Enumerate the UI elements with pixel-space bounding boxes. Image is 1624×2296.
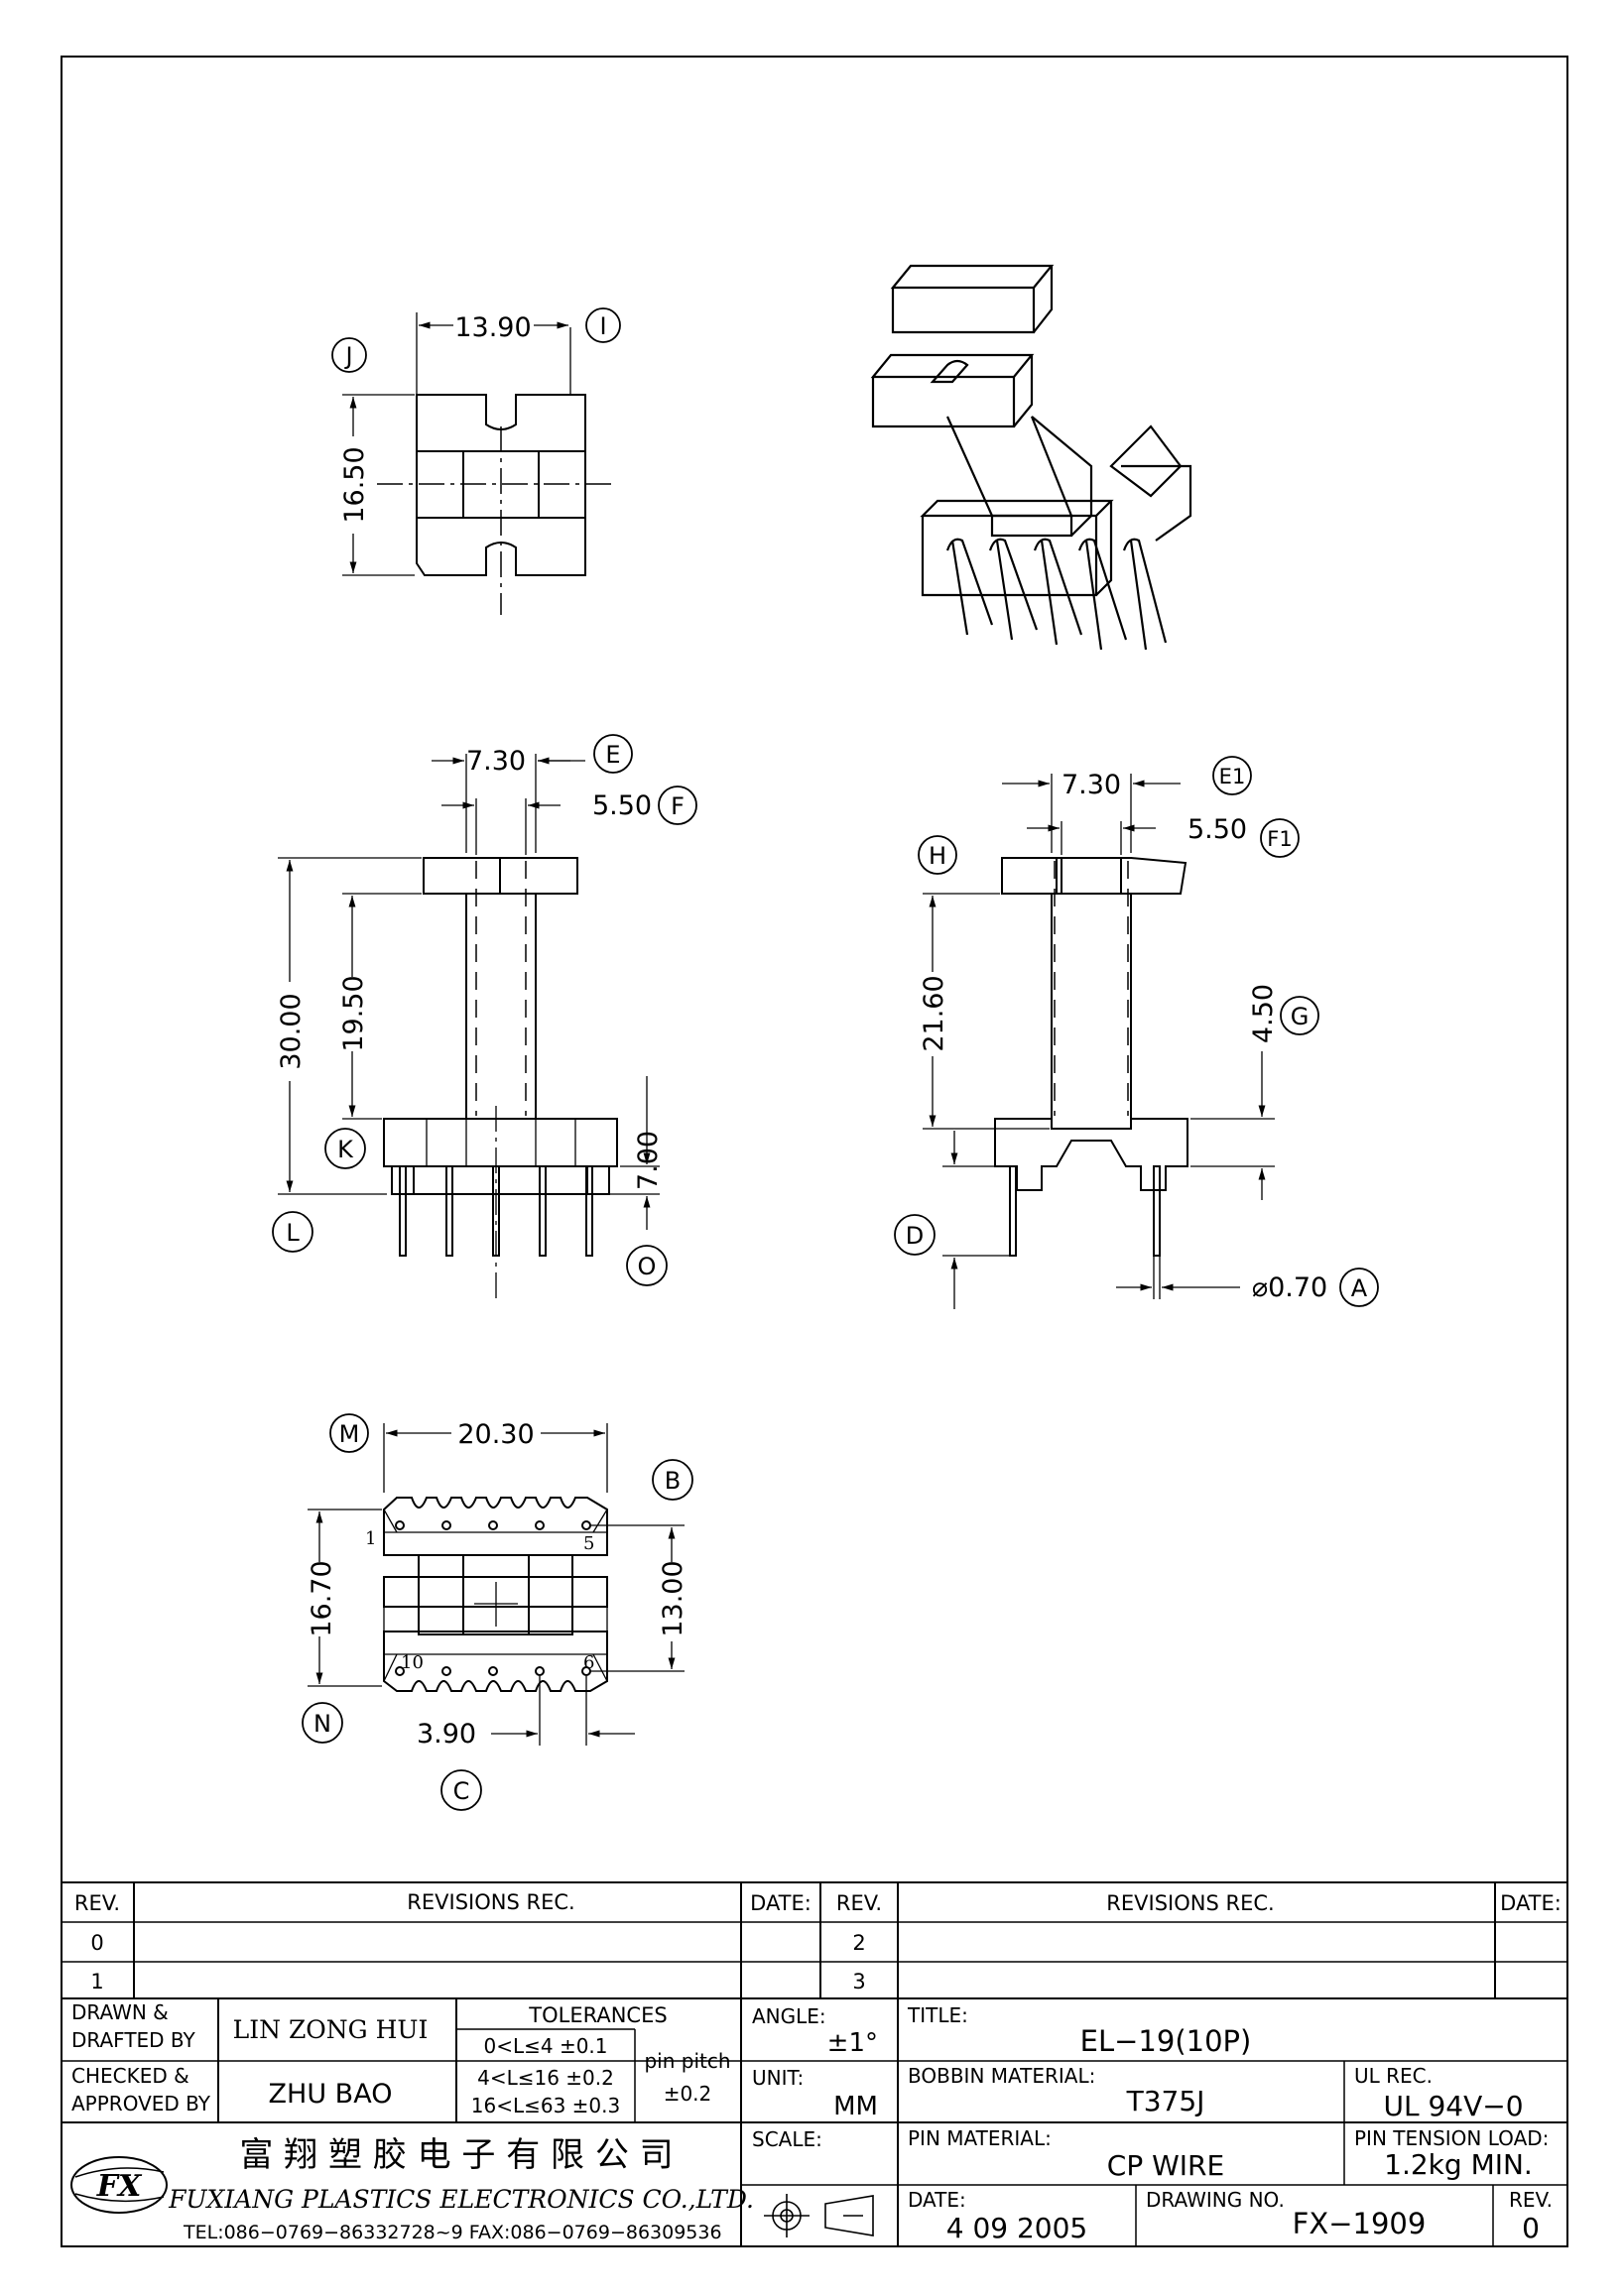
revision-table [62, 1881, 1567, 1999]
front-view [272, 734, 697, 1304]
tolerance-row-2: 4<L≤16 ±0.2 [477, 2066, 614, 2090]
projection-symbol [764, 2194, 874, 2237]
tolerances-label: TOLERANCES [528, 2003, 667, 2027]
front-label-l: L [286, 1219, 300, 1247]
bottom-label-n: N [313, 1710, 331, 1738]
tolerance-row-3: 16<L≤63 ±0.3 [471, 2094, 620, 2117]
bottom-dim-rows: 13.00 [658, 1560, 688, 1636]
side-label-h: H [929, 842, 946, 870]
company-name-chinese: 富 翔 塑 胶 电 子 有 限 公 司 [239, 2135, 673, 2175]
rev-rec-header-left: REVISIONS REC. [407, 1890, 574, 1914]
approved-label: APPROVED BY [71, 2092, 211, 2115]
bottom-view [302, 1413, 693, 1811]
front-dim-f: 5.50 [592, 790, 652, 821]
drawing-no-value: FX−1909 [1293, 2207, 1427, 2240]
approved-by-value: ZHU BAO [269, 2079, 393, 2110]
front-dim-total: 30.00 [276, 993, 307, 1069]
pin-pitch-label: pin pitch [644, 2049, 730, 2073]
rev-date-header-right: DATE: [1500, 1891, 1562, 1915]
drafted-label: DRAFTED BY [71, 2028, 196, 2052]
checked-label: CHECKED & [71, 2064, 189, 2088]
front-dim-e: 7.30 [466, 746, 526, 777]
pin-number-10: 10 [401, 1652, 424, 1673]
front-label-o: O [638, 1253, 657, 1280]
front-label-f: F [671, 792, 685, 820]
side-label-a: A [1351, 1274, 1368, 1302]
date-value: 4 09 2005 [946, 2212, 1088, 2244]
pin-tension-value: 1.2kg MIN. [1384, 2148, 1533, 2181]
front-dim-inner: 19.50 [338, 975, 369, 1051]
rev-date-header-left: DATE: [750, 1891, 812, 1915]
side-label-d: D [906, 1222, 924, 1250]
bottom-dim-height: 16.70 [307, 1560, 337, 1636]
pin-pitch-tol: ±0.2 [664, 2082, 712, 2106]
pin-number-1: 1 [365, 1528, 376, 1549]
bottom-label-b: B [665, 1467, 681, 1495]
title-label: TITLE: [907, 2003, 968, 2027]
rev-rec-header-right: REVISIONS REC. [1106, 1891, 1274, 1915]
unit-label: UNIT: [752, 2066, 804, 2090]
bottom-dim-pitch: 3.90 [417, 1719, 476, 1750]
angle-label: ANGLE: [752, 2004, 826, 2028]
drawn-label: DRAWN & [71, 2000, 169, 2024]
rev-row-1: 1 [90, 1970, 103, 1994]
side-label-g: G [1291, 1003, 1310, 1030]
top-label-j: J [343, 342, 352, 370]
ul-rec-value: UL 94V−0 [1383, 2090, 1523, 2122]
side-dim-pin-dia: ⌀0.70 [1252, 1272, 1327, 1303]
title-block-grid [62, 1998, 1567, 2246]
side-view [894, 756, 1379, 1309]
rev-col-header-right: REV. [836, 1891, 882, 1915]
side-dim-f1: 5.50 [1187, 814, 1247, 845]
top-view [331, 307, 621, 615]
title-value: EL−19(10P) [1080, 2024, 1252, 2058]
ul-rec-label: UL REC. [1354, 2064, 1433, 2088]
angle-value: ±1° [827, 2028, 878, 2058]
front-dim-pin: 7.00 [633, 1131, 664, 1190]
company-name-english: FUXIANG PLASTICS ELECTRONICS CO.,LTD. [168, 2185, 754, 2214]
front-label-e: E [605, 741, 620, 769]
side-dim-e1: 7.30 [1062, 770, 1121, 800]
company-contact: TEL:086−0769−86332728~9 FAX:086−0769−863… [183, 2222, 722, 2243]
pin-number-5: 5 [583, 1533, 594, 1554]
bobbin-material-value: T375J [1126, 2085, 1205, 2117]
pin-tension-label: PIN TENSION LOAD: [1354, 2126, 1549, 2150]
rev-row-2: 2 [852, 1931, 865, 1955]
isometric-view [870, 264, 1192, 651]
top-width-dim: 13.90 [454, 312, 531, 343]
side-label-e1: E1 [1219, 765, 1246, 788]
rev-value: 0 [1522, 2212, 1540, 2244]
front-label-k: K [337, 1136, 354, 1163]
side-label-f1: F1 [1267, 827, 1292, 851]
top-height-dim: 16.50 [339, 446, 370, 523]
side-dim-h: 21.60 [919, 975, 949, 1051]
side-dim-g: 4.50 [1248, 984, 1279, 1043]
date-label: DATE: [908, 2188, 966, 2212]
company-logo [70, 2156, 168, 2214]
bobbin-material-label: BOBBIN MATERIAL: [908, 2064, 1095, 2088]
bottom-label-m: M [339, 1420, 360, 1448]
rev-row-3: 3 [852, 1970, 865, 1994]
rev-label: REV. [1509, 2188, 1553, 2212]
company-logo-text: FX [96, 2169, 143, 2204]
drawing-no-label: DRAWING NO. [1146, 2188, 1285, 2212]
pin-number-6: 6 [583, 1652, 594, 1673]
scale-label: SCALE: [752, 2127, 822, 2151]
pin-material-label: PIN MATERIAL: [908, 2126, 1052, 2150]
rev-row-0: 0 [90, 1931, 103, 1955]
rev-col-header-left: REV. [74, 1891, 120, 1915]
pin-material-value: CP WIRE [1107, 2149, 1224, 2182]
bottom-label-c: C [453, 1777, 470, 1805]
drawn-by-value: LIN ZONG HUI [233, 2015, 429, 2044]
tolerance-row-1: 0<L≤4 ±0.1 [483, 2034, 607, 2058]
bottom-dim-width: 20.30 [457, 1419, 534, 1450]
top-label-i: I [599, 312, 606, 340]
unit-value: MM [833, 2092, 878, 2121]
sheet-border [61, 56, 1568, 2247]
